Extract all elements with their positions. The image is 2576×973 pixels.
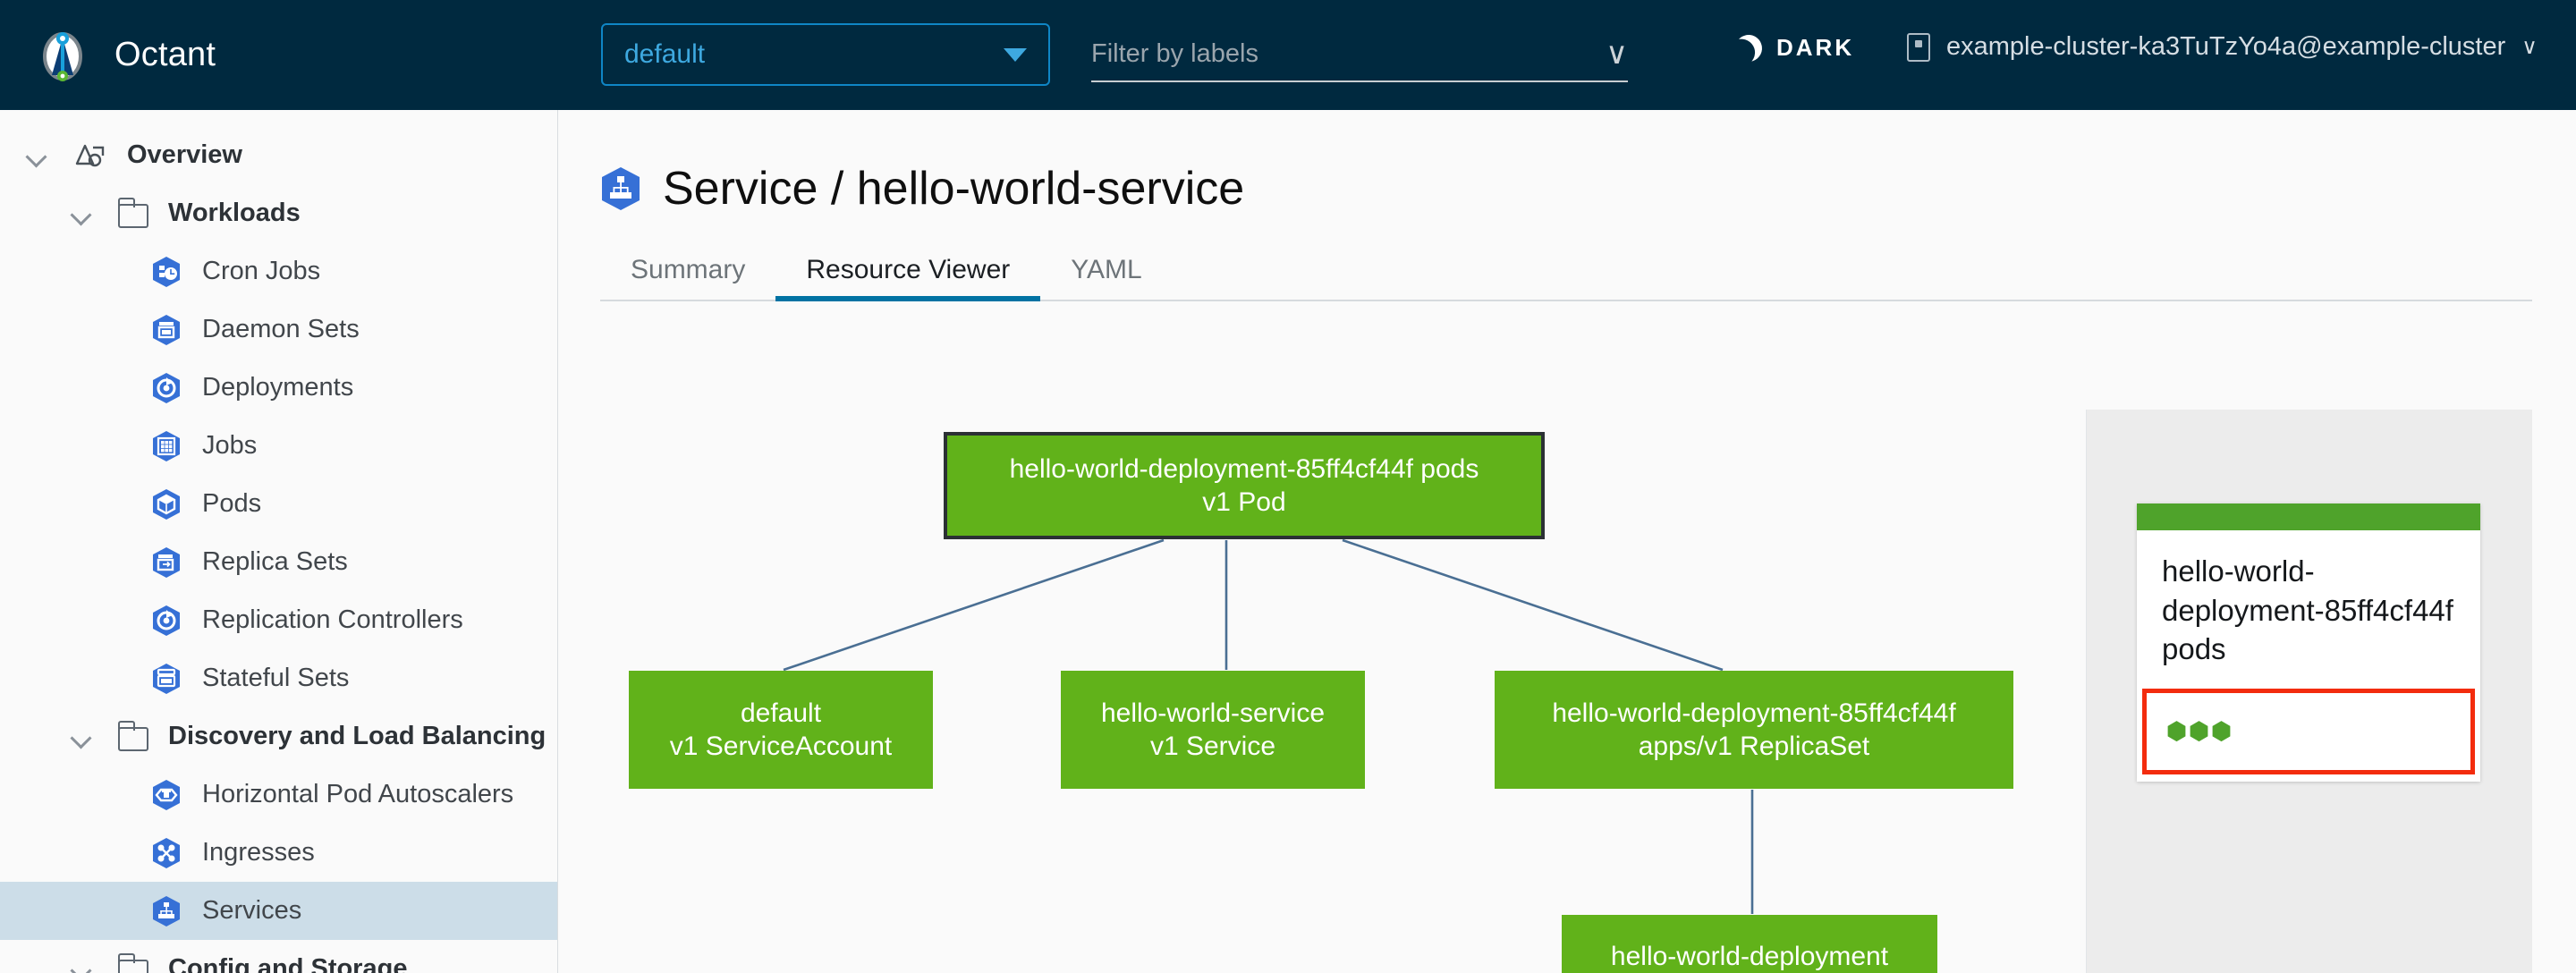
sidebar-item-label: Replica Sets xyxy=(202,547,348,576)
brand[interactable]: Octant xyxy=(36,29,216,82)
graph-node-label: hello-world-service v1 Service xyxy=(1100,698,1326,762)
sidebar-item-deployments[interactable]: Deployments xyxy=(0,359,557,417)
graph-node-label: hello-world-deployment-85ff4cf44f apps/v… xyxy=(1552,698,1956,762)
sidebar-item-label: Ingresses xyxy=(202,838,315,867)
chevron-down-icon[interactable]: ∨ xyxy=(1606,37,1628,71)
detail-panel: hello-world-deployment-85ff4cf44f pods xyxy=(2087,410,2532,973)
graph-node-rs[interactable]: hello-world-deployment-85ff4cf44f apps/v… xyxy=(1495,671,2013,789)
overview-icon xyxy=(73,142,107,169)
sidebar-item-config-and-storage[interactable]: Config and Storage xyxy=(0,940,557,973)
cluster-icon xyxy=(1907,32,1930,62)
sidebar-item-stateful-sets[interactable]: Stateful Sets xyxy=(0,649,557,707)
sidebar-item-replica-sets[interactable]: Replica Sets xyxy=(0,533,557,591)
sidebar-item-label: Services xyxy=(202,896,302,925)
cluster-selector[interactable]: example-cluster-ka3TuTzYo4a@example-clus… xyxy=(1907,32,2538,62)
chevron-down-icon[interactable] xyxy=(68,200,95,227)
sidebar-item-overview[interactable]: Overview xyxy=(0,126,557,184)
graph-node-svc[interactable]: hello-world-service v1 Service xyxy=(1061,671,1365,789)
graph-edge xyxy=(783,538,1165,672)
k8s-deployment-icon xyxy=(150,371,182,405)
sidebar-item-discovery-and-load-balancing[interactable]: Discovery and Load Balancing xyxy=(0,707,557,766)
k8s-ingress-icon xyxy=(150,836,182,870)
sidebar-item-replication-controllers[interactable]: Replication Controllers xyxy=(0,591,557,649)
graph-edges xyxy=(783,538,1754,914)
pod-status-dot[interactable] xyxy=(2190,721,2208,742)
label-filter-placeholder: Filter by labels xyxy=(1091,38,1258,68)
graph-node-sa[interactable]: default v1 ServiceAccount xyxy=(629,671,933,789)
detail-card-status-bar xyxy=(2137,503,2480,530)
k8s-replicaset-icon xyxy=(150,546,182,580)
pod-status-dot[interactable] xyxy=(2167,721,2186,742)
moon-icon xyxy=(1732,31,1766,65)
sidebar-item-label: Workloads xyxy=(168,199,301,227)
brand-name: Octant xyxy=(114,36,216,73)
sidebar-item-label: Overview xyxy=(127,140,242,169)
detail-card-title: hello-world-deployment-85ff4cf44f pods xyxy=(2162,554,2453,666)
sidebar-item-label: Discovery and Load Balancing xyxy=(168,722,547,750)
k8s-hpa-icon xyxy=(150,778,182,812)
chevron-down-icon[interactable] xyxy=(68,723,95,750)
app-header: Octant default Filter by labels ∨ DARK e… xyxy=(0,0,2576,110)
resource-graph[interactable]: hello-world-deployment-85ff4cf44f pods v… xyxy=(600,410,2087,973)
sidebar-item-label: Pods xyxy=(202,489,262,518)
theme-toggle-label: DARK xyxy=(1776,34,1855,61)
k8s-job-icon xyxy=(150,429,182,463)
tab-resource-viewer[interactable]: Resource Viewer xyxy=(775,255,1041,301)
sidebar-item-label: Cron Jobs xyxy=(202,257,321,285)
sidebar-item-label: Deployments xyxy=(202,373,354,402)
sidebar-item-ingresses[interactable]: Ingresses xyxy=(0,824,557,882)
pod-status-dot[interactable] xyxy=(2212,721,2231,742)
octant-logo-icon xyxy=(36,29,89,82)
folder-icon xyxy=(117,721,148,751)
graph-node-pod[interactable]: hello-world-deployment-85ff4cf44f pods v… xyxy=(944,432,1545,539)
graph-node-label: default v1 ServiceAccount xyxy=(669,698,893,762)
namespace-value: default xyxy=(624,39,706,69)
sidebar-item-pods[interactable]: Pods xyxy=(0,475,557,533)
sidebar-item-horizontal-pod-autoscalers[interactable]: Horizontal Pod Autoscalers xyxy=(0,766,557,824)
folder-icon xyxy=(117,198,148,228)
graph-node-label: hello-world-deployment apps/v1 Deploymen… xyxy=(1610,941,1889,971)
folder-icon xyxy=(117,953,148,973)
k8s-replicationcontroller-icon xyxy=(150,604,182,638)
cluster-name: example-cluster-ka3TuTzYo4a@example-clus… xyxy=(1946,32,2506,61)
k8s-statefulset-icon xyxy=(150,662,182,696)
graph-node-label: hello-world-deployment-85ff4cf44f pods v… xyxy=(1009,453,1479,518)
chevron-down-icon[interactable] xyxy=(23,142,50,169)
page-header: Service / hello-world-service xyxy=(600,162,2576,216)
sidebar-item-label: Horizontal Pod Autoscalers xyxy=(202,780,514,808)
resource-viewer: hello-world-deployment-85ff4cf44f pods v… xyxy=(600,410,2532,973)
sidebar-item-services[interactable]: Services xyxy=(0,882,557,940)
k8s-service-icon xyxy=(600,166,641,211)
chevron-down-icon[interactable] xyxy=(68,956,95,973)
tab-bar: Summary Resource Viewer YAML xyxy=(600,246,2532,301)
k8s-daemonset-icon xyxy=(150,313,182,347)
graph-edge xyxy=(1342,538,1724,672)
sidebar-item-workloads[interactable]: Workloads xyxy=(0,184,557,242)
caret-down-icon xyxy=(1004,47,1027,62)
k8s-pod-icon xyxy=(150,487,182,521)
sidebar-item-label: Config and Storage xyxy=(168,954,408,973)
pod-status-group[interactable] xyxy=(2142,688,2475,774)
sidebar-item-daemon-sets[interactable]: Daemon Sets xyxy=(0,300,557,359)
detail-card[interactable]: hello-world-deployment-85ff4cf44f pods xyxy=(2137,503,2480,782)
label-filter-input[interactable]: Filter by labels ∨ xyxy=(1091,27,1628,82)
page-title: Service / hello-world-service xyxy=(663,163,1245,215)
sidebar-item-label: Stateful Sets xyxy=(202,664,350,692)
k8s-cronjob-icon xyxy=(150,255,182,289)
tab-summary[interactable]: Summary xyxy=(631,255,746,284)
graph-node-deploy[interactable]: hello-world-deployment apps/v1 Deploymen… xyxy=(1562,915,1937,973)
sidebar-item-label: Replication Controllers xyxy=(202,605,463,634)
sidebar-item-cron-jobs[interactable]: Cron Jobs xyxy=(0,242,557,300)
main-content: Service / hello-world-service Summary Res… xyxy=(559,110,2576,973)
sidebar-item-jobs[interactable]: Jobs xyxy=(0,417,557,475)
namespace-select[interactable]: default xyxy=(601,23,1050,86)
sidebar-item-label: Jobs xyxy=(202,431,258,460)
theme-toggle[interactable]: DARK xyxy=(1735,34,1854,62)
sidebar-item-label: Daemon Sets xyxy=(202,315,360,343)
k8s-service-icon xyxy=(150,894,182,928)
tab-yaml[interactable]: YAML xyxy=(1071,255,1142,284)
chevron-down-icon: ∨ xyxy=(2521,35,2538,59)
